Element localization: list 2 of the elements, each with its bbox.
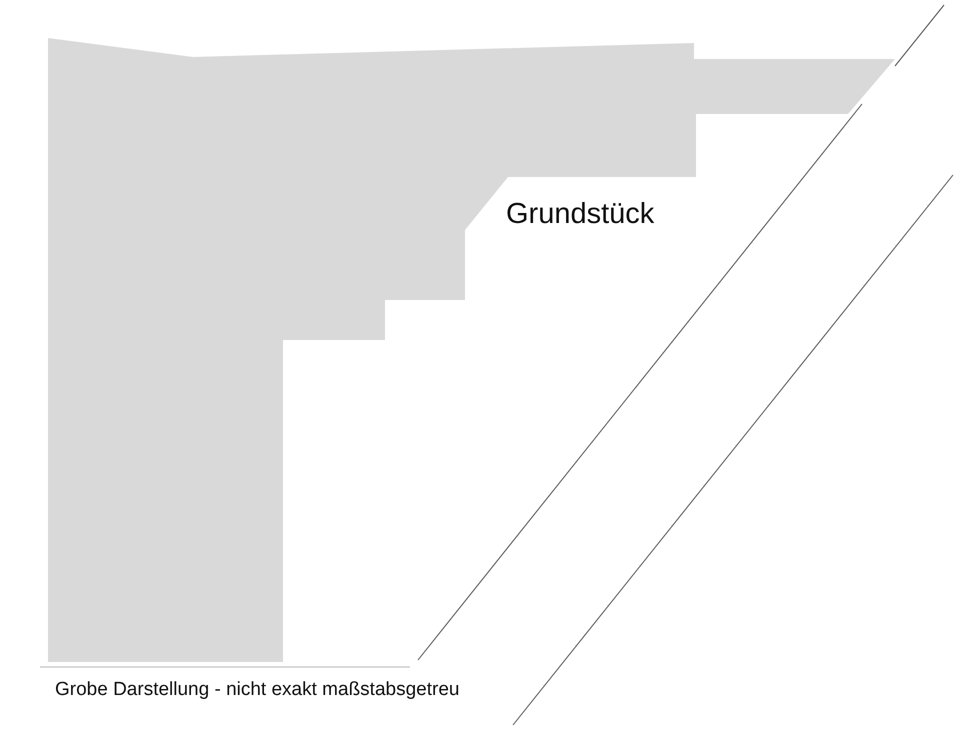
- area-label: Grundstück: [506, 198, 654, 231]
- caption-text: Grobe Darstellung - nicht exakt maßstabsgetreu: [55, 679, 460, 701]
